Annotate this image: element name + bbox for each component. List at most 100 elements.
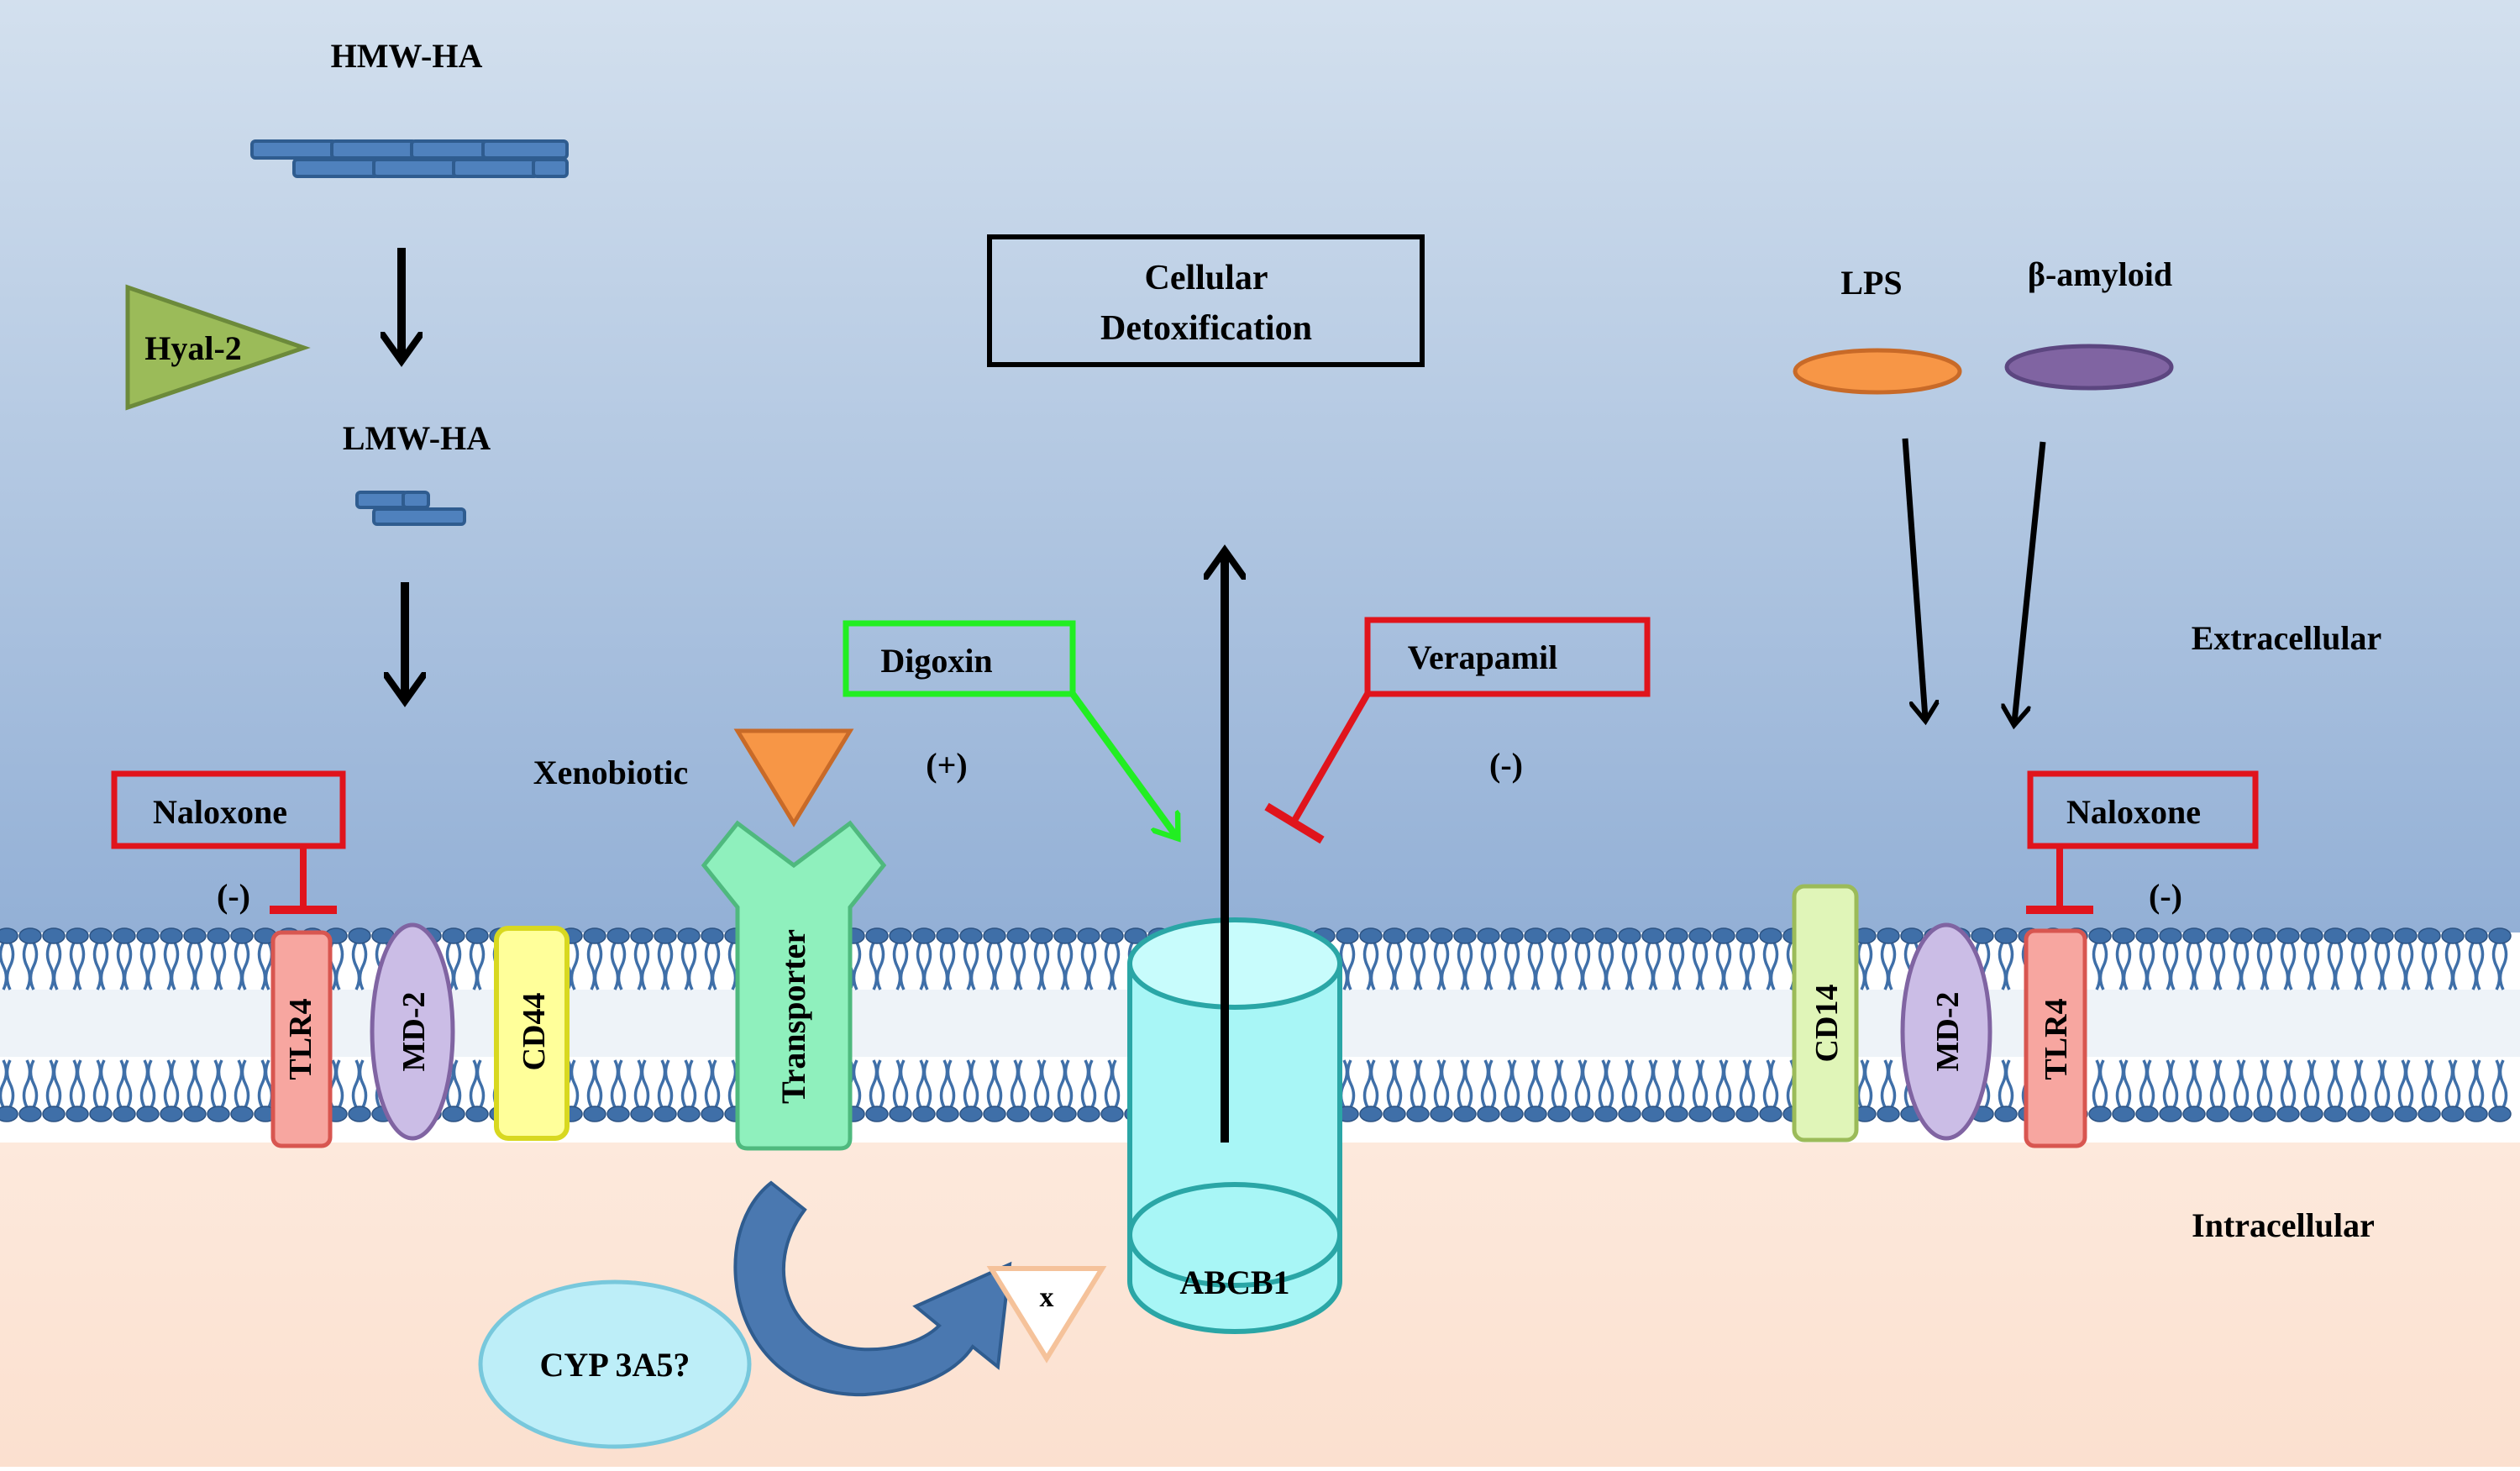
lipid-head (2300, 927, 2323, 944)
lipid-head (583, 1106, 606, 1122)
cd44-label: CD44 (517, 993, 552, 1071)
lipid-head (1406, 927, 1430, 944)
lipid-head (2229, 927, 2253, 944)
verapamil-box (1364, 617, 1651, 697)
lipid-head (1759, 927, 1782, 944)
lipid-head (2394, 1106, 2418, 1122)
lps-label: LPS (1840, 264, 1902, 302)
lipid-head (2159, 927, 2182, 944)
lipid-head (2370, 1106, 2394, 1122)
lipid-head (113, 927, 136, 944)
lipid-head (2112, 927, 2135, 944)
md2-left (370, 922, 455, 1141)
cyp3a5-label: CYP 3A5? (540, 1346, 690, 1384)
lipid-head (230, 1106, 254, 1122)
metabolism-curved-arrow (733, 1180, 1012, 1397)
lipid-head (2253, 927, 2276, 944)
intracellular-label: Intracellular (2192, 1206, 2375, 1244)
lipid-head (654, 1106, 677, 1122)
lipid-head (1665, 927, 1688, 944)
lipid-head (2488, 1106, 2512, 1122)
lipid-head (1500, 1106, 1524, 1122)
lipid-head (1618, 1106, 1641, 1122)
digoxin-box (843, 620, 1076, 697)
lipid-head (465, 927, 489, 944)
abcb1-body (1127, 964, 1342, 1334)
lipid-head (583, 927, 606, 944)
lipid-head (865, 1106, 889, 1122)
lipid-head (654, 927, 677, 944)
lipid-head (677, 927, 701, 944)
lipid-head (1336, 927, 1359, 944)
lipid-head (2347, 927, 2370, 944)
lipid-head (1124, 927, 1147, 944)
lps-arrow (1902, 438, 1925, 718)
abcb1-bottom-rim (1127, 1182, 1342, 1288)
amyloid-arrow (2014, 441, 2046, 722)
lipid-head (1618, 927, 1641, 944)
lipid-head (2323, 1106, 2347, 1122)
lipid-head (2135, 927, 2159, 944)
lps-ellipse (1793, 348, 1962, 395)
lipid-head (1406, 1106, 1430, 1122)
lipid-head (18, 1106, 42, 1122)
lipid-head (1453, 1106, 1477, 1122)
lipid-head (1077, 927, 1100, 944)
lipid-head (912, 927, 936, 944)
xenobiotic-triangle (733, 728, 854, 827)
lipid-head (983, 927, 1006, 944)
xenobiotic-label: Xenobiotic (533, 754, 688, 791)
lipid-head (1571, 927, 1594, 944)
lipid-head (1547, 1106, 1571, 1122)
naloxone-right-box (2027, 770, 2259, 849)
lipid-head (1477, 927, 1500, 944)
lipid-head (2206, 1106, 2229, 1122)
lipid-head (1971, 927, 1994, 944)
lipid-head (136, 927, 160, 944)
lipid-head (889, 927, 912, 944)
lipid-head (160, 1106, 183, 1122)
lipid-head (1665, 1106, 1688, 1122)
lipid-head (1359, 927, 1383, 944)
lipid-head (1430, 1106, 1453, 1122)
lipid-head (2394, 927, 2418, 944)
lipid-head (1759, 1106, 1782, 1122)
metabolite-triangle (986, 1266, 1107, 1363)
lipid-head (1453, 927, 1477, 944)
lipid-head (983, 1106, 1006, 1122)
lipid-head (1006, 1106, 1030, 1122)
metabolite-label: x (1040, 1282, 1054, 1313)
lipid-head (1500, 927, 1524, 944)
lipid-head (1641, 1106, 1665, 1122)
lipid-head (1712, 927, 1735, 944)
cd44 (494, 926, 570, 1141)
lipid-head (18, 927, 42, 944)
lipid-head (2465, 927, 2488, 944)
transporter-label: Transporter (774, 929, 812, 1104)
lipid-head (1383, 1106, 1406, 1122)
lipid-head (677, 1106, 701, 1122)
lipid-head (183, 927, 207, 944)
lipid-head (1900, 927, 1924, 944)
naloxone-right-sign: (-) (2149, 877, 2182, 915)
lipid-head (1735, 927, 1759, 944)
lipid-head (89, 927, 113, 944)
xenobiotic-sign: (+) (926, 746, 967, 784)
hmw-ha-label: HMW-HA (331, 37, 483, 75)
lipid-head (1688, 927, 1712, 944)
lipid-head (936, 927, 959, 944)
lipid-head (1877, 1106, 1900, 1122)
lipid-head (1524, 927, 1547, 944)
lipid-head (1877, 927, 1900, 944)
lipid-head (936, 1106, 959, 1122)
cd14 (1792, 884, 1859, 1143)
lipid-head (348, 927, 371, 944)
lipid-head (183, 1106, 207, 1122)
lipid-head (889, 1106, 912, 1122)
lipid-head (113, 1106, 136, 1122)
amyloid-ellipse (2004, 344, 2174, 391)
lipid-head (1688, 1106, 1712, 1122)
lipid-head (2347, 1106, 2370, 1122)
